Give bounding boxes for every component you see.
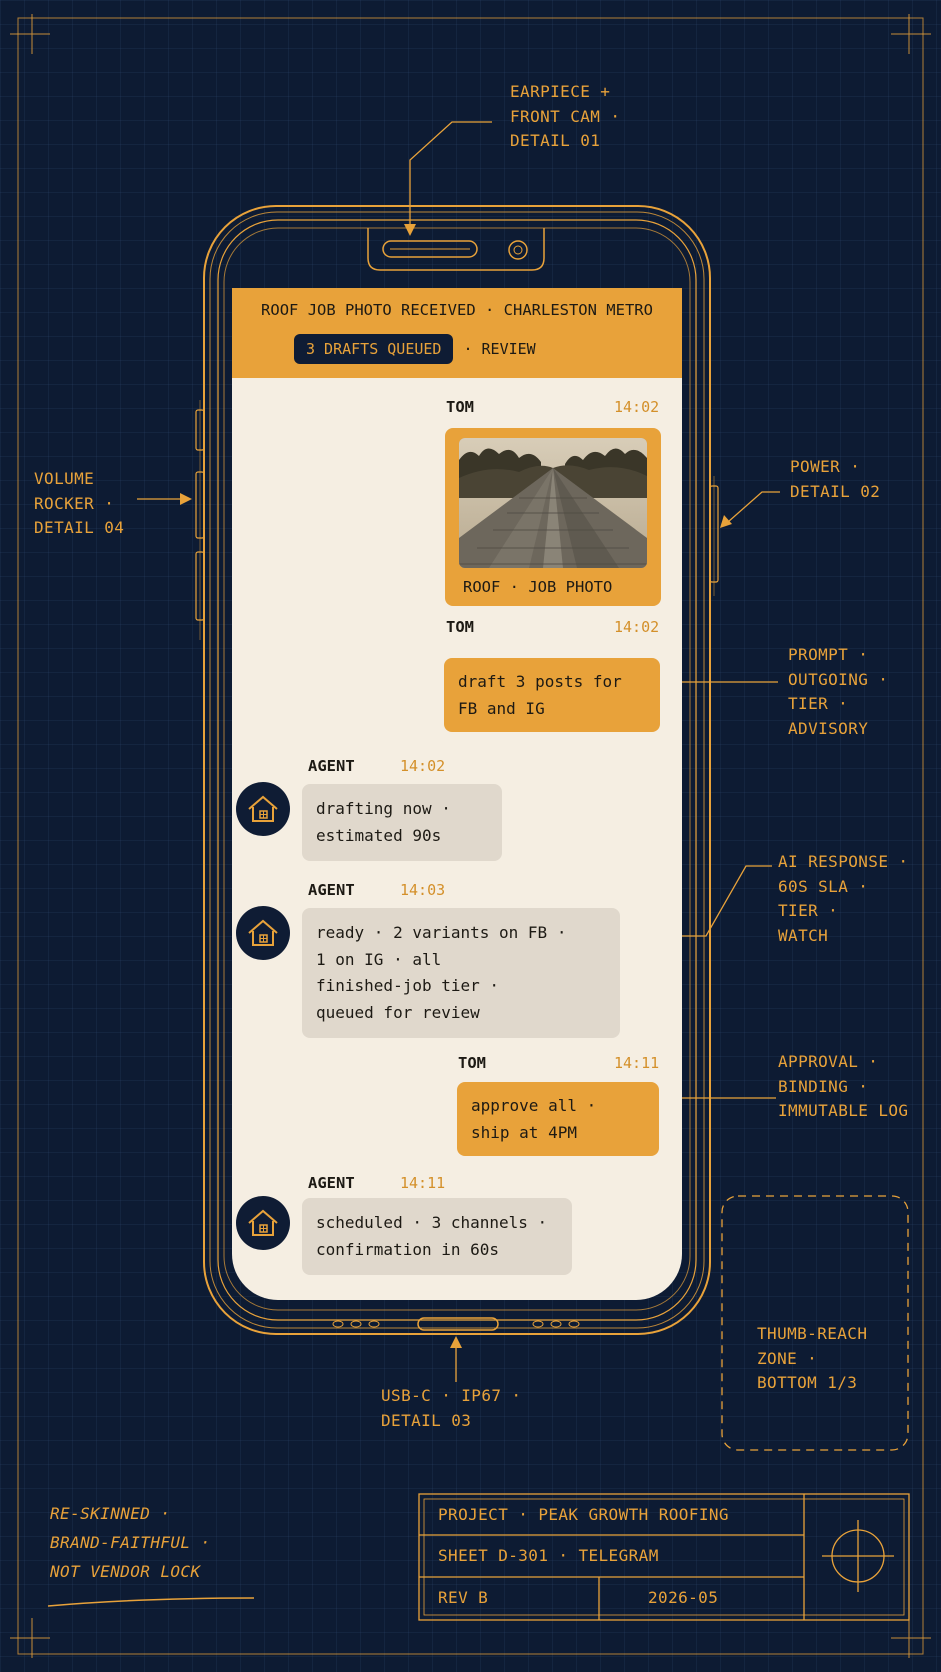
incoming-message-bubble[interactable]: scheduled · 3 channels · confirmation in…	[302, 1198, 572, 1275]
ai-response-annotation: AI RESPONSE · 60S SLA · TIER · WATCH	[778, 852, 909, 945]
title-block-rev: REV B	[438, 1588, 489, 1607]
title-block-project: PROJECT · PEAK GROWTH ROOFING	[438, 1505, 729, 1524]
incoming-message-bubble[interactable]: drafting now · estimated 90s	[302, 784, 502, 861]
chat-header: ROOF JOB PHOTO RECEIVED · CHARLESTON MET…	[232, 288, 682, 378]
agent-avatar	[236, 782, 290, 836]
house-icon	[248, 1209, 278, 1236]
sender-name: TOM	[458, 1054, 486, 1072]
sender-name: TOM	[446, 618, 474, 636]
sender-name: AGENT	[308, 757, 355, 775]
drafts-queued-badge[interactable]: 3 DRAFTS QUEUED	[294, 334, 454, 364]
earpiece-annotation: EARPIECE + FRONT CAM · DETAIL 01	[510, 82, 621, 150]
header-actions: 3 DRAFTS QUEUED · REVIEW	[294, 334, 544, 364]
power-annotation: POWER · DETAIL 02	[790, 457, 881, 501]
message-time: 14:11	[400, 1174, 446, 1192]
message-time: 14:02	[400, 757, 446, 775]
roof-photo[interactable]	[459, 438, 647, 568]
title-block-sheet: SHEET D-301 · TELEGRAM	[438, 1546, 659, 1565]
phone-screen: ROOF JOB PHOTO RECEIVED · CHARLESTON MET…	[232, 288, 682, 1300]
sender-name: AGENT	[308, 881, 355, 899]
thumb-reach-annotation: THUMB-REACH ZONE · BOTTOM 1/3	[757, 1324, 868, 1392]
house-icon	[248, 919, 278, 946]
message-time: 14:02	[614, 398, 660, 416]
volume-annotation: VOLUME ROCKER · DETAIL 04	[34, 469, 125, 537]
roof-photo-image	[459, 438, 647, 568]
house-icon	[248, 795, 278, 822]
prompt-annotation: PROMPT · OUTGOING · TIER · ADVISORY	[788, 645, 889, 738]
approval-annotation: APPROVAL · BINDING · IMMUTABLE LOG	[778, 1052, 909, 1120]
sender-name: TOM	[446, 398, 474, 416]
message-time: 14:11	[614, 1054, 660, 1072]
message-time: 14:03	[400, 881, 446, 899]
photo-caption: ROOF · JOB PHOTO	[463, 578, 613, 596]
header-status: ROOF JOB PHOTO RECEIVED · CHARLESTON MET…	[261, 301, 653, 319]
incoming-message-bubble[interactable]: ready · 2 variants on FB · 1 on IG · all…	[302, 908, 620, 1038]
photo-message[interactable]: ROOF · JOB PHOTO	[445, 428, 661, 606]
title-block-date: 2026-05	[648, 1588, 719, 1607]
message-time: 14:02	[614, 618, 660, 636]
review-link[interactable]: · REVIEW	[463, 340, 536, 358]
sender-name: AGENT	[308, 1174, 355, 1192]
usb-annotation: USB-C · IP67 · DETAIL 03	[381, 1386, 522, 1430]
reskin-note: RE-SKINNED · BRAND-FAITHFUL · NOT VENDOR…	[50, 1504, 211, 1581]
agent-avatar	[236, 906, 290, 960]
outgoing-message-bubble[interactable]: approve all · ship at 4PM	[457, 1082, 659, 1156]
agent-avatar	[236, 1196, 290, 1250]
outgoing-message-bubble[interactable]: draft 3 posts for FB and IG	[444, 658, 660, 732]
